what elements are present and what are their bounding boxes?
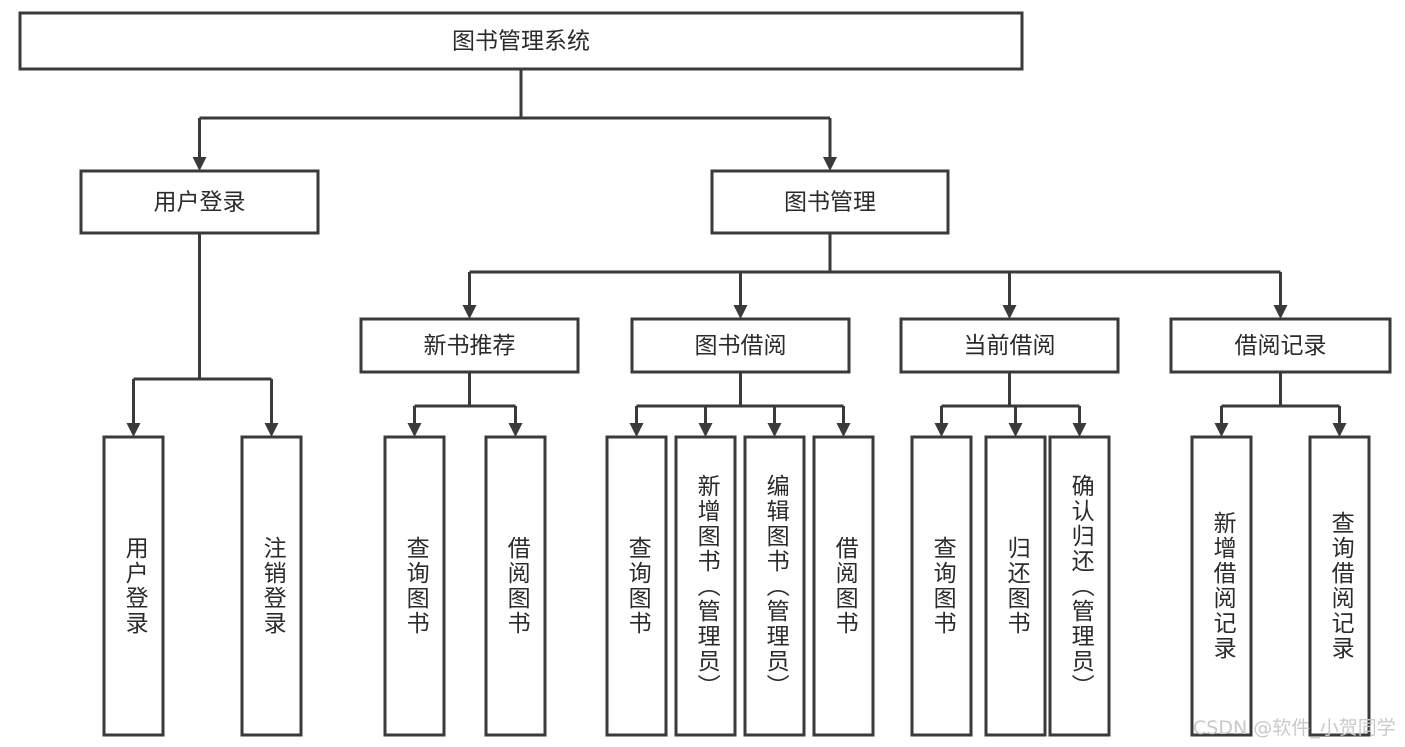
node-label-new-book-recommend: 新书推荐 [424,333,516,359]
node-label-undefined: 图书管理系统 [452,29,590,55]
node-box-confirm-return-admin[interactable] [1048,435,1111,737]
arrow-head-user-login-leaf [126,423,141,437]
node-box-add-book-admin[interactable] [674,435,737,737]
arrow-head-return-book [1008,423,1023,437]
arrow-head-borrow-record [1273,305,1288,319]
arrow-head-query-book-2 [629,423,644,437]
node-box-user-login-leaf[interactable] [102,435,165,737]
arrow-head-confirm-return-admin [1072,423,1087,437]
arrow-head-add-borrow-record [1214,423,1229,437]
node-box-query-borrow-record[interactable] [1308,435,1371,737]
node-box-user-logout-leaf[interactable] [240,435,303,737]
node-box-query-book-3[interactable] [910,435,973,737]
arrow-head-edit-book-admin [767,423,782,437]
node-label-book-management: 图书管理 [784,190,876,216]
node-box-book-borrow[interactable] [630,317,851,374]
node-box-query-book-1[interactable] [383,435,446,737]
csdn-watermark: CSDN @软件_小贺同学 [1193,717,1396,739]
arrow-head-book-management [823,157,837,171]
arrow-head-query-book-1 [407,423,422,437]
arrow-head-add-book-admin [698,423,713,437]
arrow-head-user-login [192,157,207,171]
arrow-head-borrow-book-2 [836,423,851,437]
connectors-layer [126,69,1347,437]
node-box-borrow-book-2[interactable] [812,435,875,737]
node-label-user-login: 用户登录 [154,190,246,216]
node-label-borrow-record: 借阅记录 [1235,333,1327,359]
arrow-head-user-logout-leaf [264,423,279,437]
node-box-current-borrow[interactable] [899,317,1120,374]
node-label-current-borrow: 当前借阅 [964,333,1056,359]
node-label-book-borrow: 图书借阅 [695,333,787,359]
node-box-return-book[interactable] [984,435,1047,737]
node-box-edit-book-admin[interactable] [743,435,806,737]
arrow-head-current-borrow [1002,305,1017,319]
node-box-borrow-record[interactable] [1169,317,1392,374]
node-box-borrow-book-1[interactable] [484,435,547,737]
node-box-undefined[interactable] [18,11,1024,71]
arrow-head-book-borrow [733,305,748,319]
arrow-head-borrow-book-1 [508,423,523,437]
arrow-head-query-borrow-record [1332,423,1347,437]
boxes-layer [18,11,1392,737]
node-box-query-book-2[interactable] [605,435,668,737]
node-box-user-login[interactable] [79,169,320,235]
node-box-new-book-recommend[interactable] [359,317,580,374]
node-box-add-borrow-record[interactable] [1190,435,1253,737]
node-box-book-management[interactable] [710,169,950,235]
arrow-head-query-book-3 [934,423,949,437]
arrow-head-new-book-recommend [462,305,477,319]
